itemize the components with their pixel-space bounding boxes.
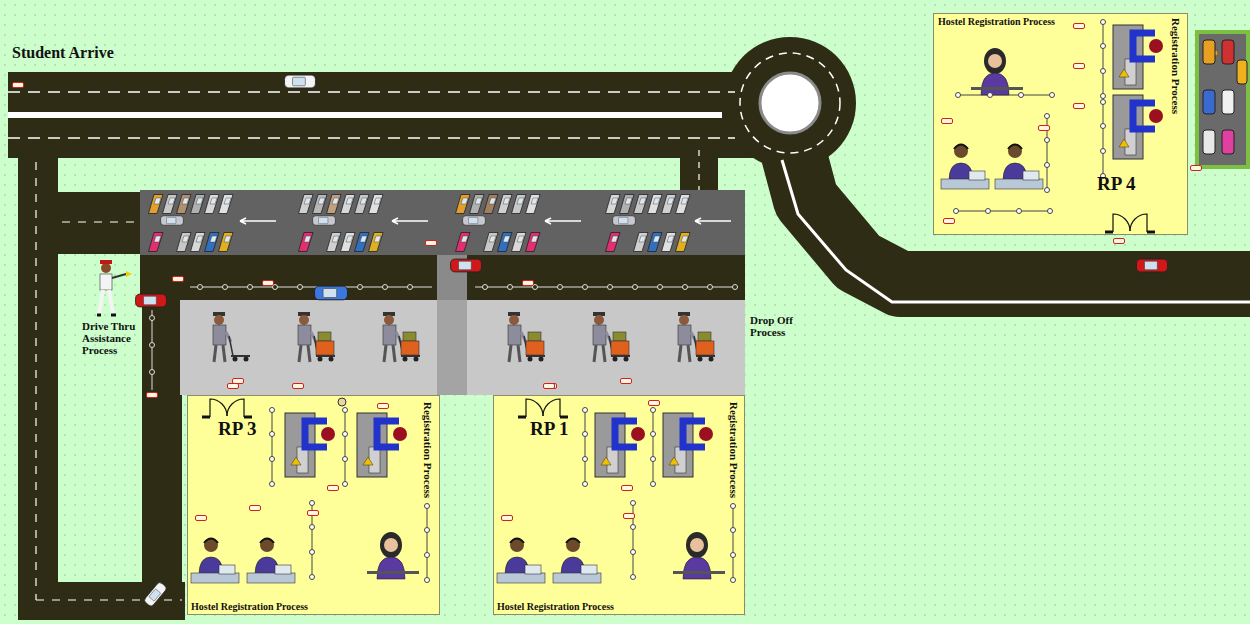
building-name: RP 1 (530, 419, 569, 440)
road-label: Student Arrive (12, 44, 114, 62)
process-label: Registration Process (422, 402, 434, 498)
drop-off-area: Drop Off Process (180, 300, 745, 395)
building-box: Hostel Registration Process Registration … (933, 13, 1188, 235)
building-name: RP 4 (1097, 174, 1136, 195)
process-label: Hostel Registration Process (497, 601, 614, 612)
process-label: Hostel Registration Process (191, 601, 308, 612)
process-label: Registration Process (728, 402, 740, 498)
process-label: Registration Process (1170, 18, 1182, 114)
process-label: Drive Thru Assistance Process (82, 320, 140, 356)
area-heading: Drop Off Process (750, 314, 802, 338)
process-label: Hostel Registration Process (938, 16, 1055, 27)
building-name: RP 3 (218, 419, 257, 440)
building-box: RP 1 Registration ProcessHostel Registrat… (493, 395, 745, 615)
building-box: RP 3 Registration ProcessHostel Registrat… (187, 395, 440, 615)
